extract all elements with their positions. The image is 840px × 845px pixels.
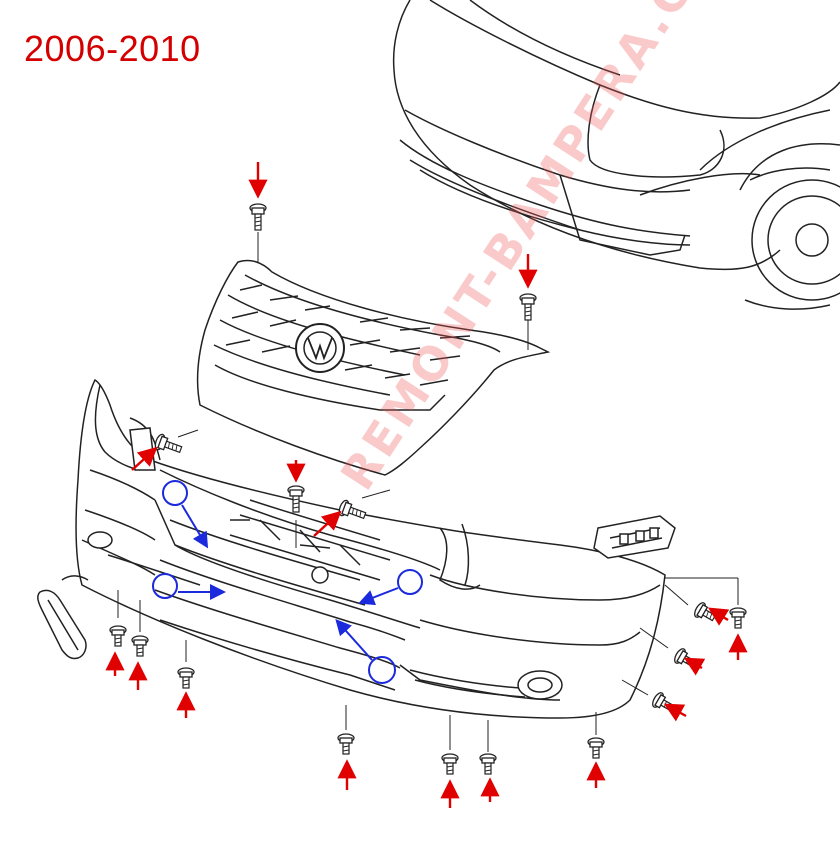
red-arrow-icon bbox=[131, 446, 158, 471]
screw-icon bbox=[729, 607, 747, 629]
red-arrow-icon bbox=[707, 607, 730, 626]
clip-markers bbox=[152, 480, 423, 684]
screw-icon bbox=[479, 753, 497, 775]
screw-icon bbox=[519, 293, 537, 321]
screw-icon bbox=[649, 690, 677, 716]
red-arrow-icon bbox=[663, 703, 687, 722]
screw-icon bbox=[249, 203, 267, 231]
vehicle-outline bbox=[392, 0, 840, 310]
screw-icon bbox=[337, 733, 355, 755]
screw-icon bbox=[109, 625, 127, 647]
red-arrow-icon bbox=[313, 510, 342, 537]
year-range-title: 2006-2010 bbox=[24, 28, 201, 69]
screw-icon bbox=[131, 635, 149, 657]
leader-lines bbox=[117, 232, 739, 752]
blue-circle-icon bbox=[397, 569, 423, 595]
blue-circle-icon bbox=[162, 480, 188, 506]
screw-icon bbox=[177, 667, 195, 689]
red-arrow-icon bbox=[683, 657, 706, 676]
screw-icon bbox=[691, 600, 719, 626]
blue-circle-icon bbox=[152, 573, 178, 599]
radiator-grille bbox=[196, 259, 551, 476]
left-trim-piece bbox=[37, 575, 89, 660]
screw-icon bbox=[441, 753, 459, 775]
screw-icon bbox=[671, 646, 699, 672]
screw-icon bbox=[587, 737, 605, 759]
blue-circle-icon bbox=[368, 656, 396, 684]
right-bracket bbox=[593, 515, 676, 559]
pointer-arrows bbox=[105, 162, 748, 808]
